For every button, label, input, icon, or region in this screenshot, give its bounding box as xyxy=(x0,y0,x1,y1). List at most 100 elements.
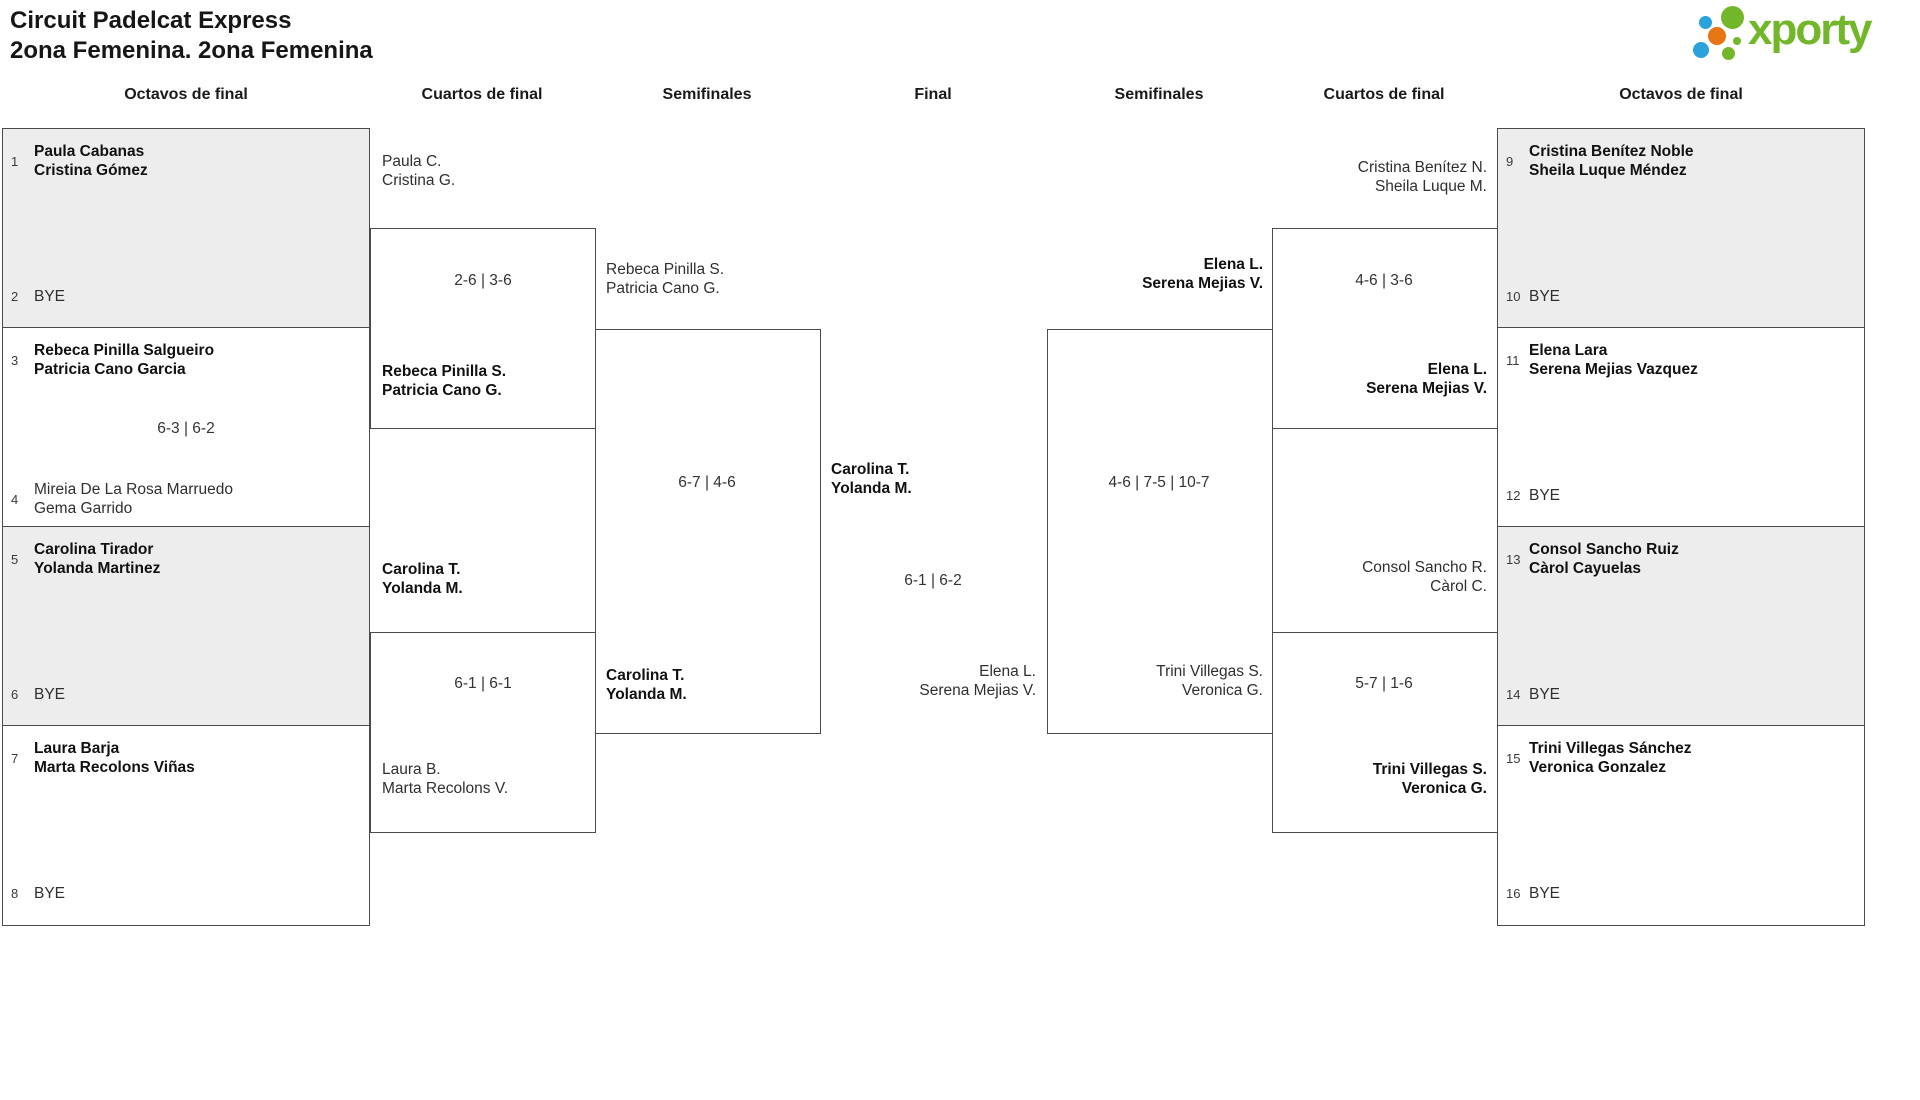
team-slot: 1 Paula Cabanas Cristina Gómez xyxy=(11,142,148,180)
seed-number: 3 xyxy=(11,352,19,368)
team-label-qf-right-top-entrant2: Elena L. Serena Mejias V. xyxy=(1366,361,1487,397)
match-box-r16-11-12: 11 Elena Lara Serena Mejias Vazquez 12 B… xyxy=(1497,327,1865,528)
team-label-qf-left-bottom-entrant2: Laura B. Marta Recolons V. xyxy=(382,761,509,797)
team-name: BYE xyxy=(1529,487,1561,504)
team-name: BYE xyxy=(1529,686,1561,703)
seed-number: 5 xyxy=(11,551,19,567)
match-score-qf-left-bottom: 6-1 | 6-1 xyxy=(454,675,512,692)
team-name: Cristina Benítez Noble Sheila Luque Ménd… xyxy=(1529,143,1694,179)
team-label-qf-right-bottom-entrant1: Consol Sancho R. Càrol C. xyxy=(1362,559,1487,595)
team-slot: 4 Mireia De La Rosa Marruedo Gema Garrid… xyxy=(11,480,233,518)
team-name: BYE xyxy=(34,686,66,703)
seed-number: 4 xyxy=(11,491,19,507)
team-label-qf-left-top-entrant1: Paula C. Cristina G. xyxy=(382,153,456,189)
seed-number: 12 xyxy=(1506,488,1521,503)
team-slot: 11 Elena Lara Serena Mejias Vazquez xyxy=(1506,341,1698,379)
team-name: BYE xyxy=(1529,288,1561,305)
bye-slot: 14 BYE xyxy=(1506,685,1560,704)
round-header-cuartos-right: Cuartos de final xyxy=(1323,86,1445,103)
team-label-sf-right-entrant1: Elena L. Serena Mejias V. xyxy=(1142,256,1263,292)
bye-slot: 16 BYE xyxy=(1506,884,1560,903)
match-box-qf-right-bottom xyxy=(1272,632,1498,833)
team-label-qf-left-top-entrant2: Rebeca Pinilla S. Patricia Cano G. xyxy=(382,363,507,399)
team-slot: 3 Rebeca Pinilla Salgueiro Patricia Cano… xyxy=(11,341,214,379)
match-box-r16-15-16: 15 Trini Villegas Sánchez Veronica Gonza… xyxy=(1497,725,1865,926)
round-header-final: Final xyxy=(914,86,952,103)
team-slot: 15 Trini Villegas Sánchez Veronica Gonza… xyxy=(1506,739,1692,777)
seed-number: 13 xyxy=(1506,551,1521,567)
team-name: Consol Sancho Ruiz Càrol Cayuelas xyxy=(1529,541,1679,577)
match-score-sf-left: 6-7 | 4-6 xyxy=(678,474,736,491)
seed-number: 6 xyxy=(11,687,19,702)
team-label-sf-right-entrant2: Trini Villegas S. Veronica G. xyxy=(1156,663,1263,699)
logo-dot-icon xyxy=(1699,16,1712,29)
logo-dot-icon xyxy=(1708,27,1726,45)
team-name: Carolina Tirador Yolanda Martinez xyxy=(34,541,161,577)
team-name: BYE xyxy=(1529,885,1561,902)
bye-slot: 6 BYE xyxy=(11,685,65,704)
seed-number: 7 xyxy=(11,750,19,766)
team-label-qf-left-bottom-entrant1: Carolina T. Yolanda M. xyxy=(382,561,463,597)
match-box-sf-right xyxy=(1047,329,1273,734)
match-box-r16-1-2: 1 Paula Cabanas Cristina Gómez 2 BYE xyxy=(2,128,370,329)
team-slot: 5 Carolina Tirador Yolanda Martinez xyxy=(11,540,160,578)
logo-dot-icon xyxy=(1733,37,1741,45)
match-box-r16-3-4: 3 Rebeca Pinilla Salgueiro Patricia Cano… xyxy=(2,327,370,528)
team-label-final-entrant1: Carolina T. Yolanda M. xyxy=(831,461,912,497)
seed-number: 10 xyxy=(1506,289,1521,304)
match-box-r16-9-10: 9 Cristina Benítez Noble Sheila Luque Mé… xyxy=(1497,128,1865,329)
category-name: 2ona Femenina. 2ona Femenina xyxy=(10,37,373,64)
logo-wordmark: xporty xyxy=(1748,5,1872,54)
team-label-qf-right-top-entrant1: Cristina Benítez N. Sheila Luque M. xyxy=(1357,159,1487,195)
bye-slot: 8 BYE xyxy=(11,884,65,903)
team-slot: 13 Consol Sancho Ruiz Càrol Cayuelas xyxy=(1506,540,1679,578)
seed-number: 2 xyxy=(11,289,19,304)
match-score-qf-left-top: 2-6 | 3-6 xyxy=(454,272,512,289)
seed-number: 8 xyxy=(11,886,19,901)
bye-slot: 12 BYE xyxy=(1506,486,1560,505)
match-box-r16-7-8: 7 Laura Barja Marta Recolons Viñas 8 BYE xyxy=(2,725,370,926)
team-name: Laura Barja Marta Recolons Viñas xyxy=(34,740,195,776)
seed-number: 14 xyxy=(1506,687,1521,702)
seed-number: 1 xyxy=(11,153,19,169)
round-header-cuartos-left: Cuartos de final xyxy=(421,86,543,103)
round-header-semis-left: Semifinales xyxy=(662,86,752,103)
seed-number: 11 xyxy=(1506,352,1520,368)
match-box-r16-5-6: 5 Carolina Tirador Yolanda Martinez 6 BY… xyxy=(2,526,370,727)
match-score-qf-right-bottom: 5-7 | 1-6 xyxy=(1355,675,1413,692)
bye-slot: 2 BYE xyxy=(11,287,65,306)
match-box-qf-left-top xyxy=(370,228,596,429)
logo-dot-icon xyxy=(1722,47,1735,60)
bye-slot: 10 BYE xyxy=(1506,287,1560,306)
round-header-semis-right: Semifinales xyxy=(1114,86,1204,103)
team-slot: 9 Cristina Benítez Noble Sheila Luque Mé… xyxy=(1506,142,1694,180)
team-label-sf-left-entrant2: Carolina T. Yolanda M. xyxy=(606,667,687,703)
match-score-qf-right-top: 4-6 | 3-6 xyxy=(1355,272,1413,289)
match-score: 6-3 | 6-2 xyxy=(157,420,215,437)
match-box-qf-left-bottom xyxy=(370,632,596,833)
match-box-qf-right-top xyxy=(1272,228,1498,429)
round-header-octavos-left: Octavos de final xyxy=(124,86,248,103)
team-name: Rebeca Pinilla Salgueiro Patricia Cano G… xyxy=(34,342,215,378)
team-name: Trini Villegas Sánchez Veronica Gonzalez xyxy=(1529,740,1692,776)
round-header-octavos-right: Octavos de final xyxy=(1619,86,1743,103)
match-box-r16-13-14: 13 Consol Sancho Ruiz Càrol Cayuelas 14 … xyxy=(1497,526,1865,727)
seed-number: 16 xyxy=(1506,886,1521,901)
seed-number: 9 xyxy=(1506,153,1514,169)
team-label-final-entrant2: Elena L. Serena Mejias V. xyxy=(919,663,1036,699)
match-score-sf-right: 4-6 | 7-5 | 10-7 xyxy=(1108,474,1210,491)
logo-dot-icon xyxy=(1693,42,1709,58)
team-name: BYE xyxy=(34,885,66,902)
seed-number: 15 xyxy=(1506,750,1521,766)
logo-dot-icon xyxy=(1721,6,1744,29)
team-label-sf-left-entrant1: Rebeca Pinilla S. Patricia Cano G. xyxy=(606,261,725,297)
match-box-sf-left xyxy=(595,329,821,734)
team-name: Elena Lara Serena Mejias Vazquez xyxy=(1529,342,1698,378)
match-score-final: 6-1 | 6-2 xyxy=(904,572,962,589)
xporty-logo[interactable]: xporty xyxy=(1688,0,1918,64)
team-name: Paula Cabanas Cristina Gómez xyxy=(34,143,148,179)
team-slot: 7 Laura Barja Marta Recolons Viñas xyxy=(11,739,195,777)
tournament-name: Circuit Padelcat Express xyxy=(10,7,292,34)
team-name: BYE xyxy=(34,288,66,305)
